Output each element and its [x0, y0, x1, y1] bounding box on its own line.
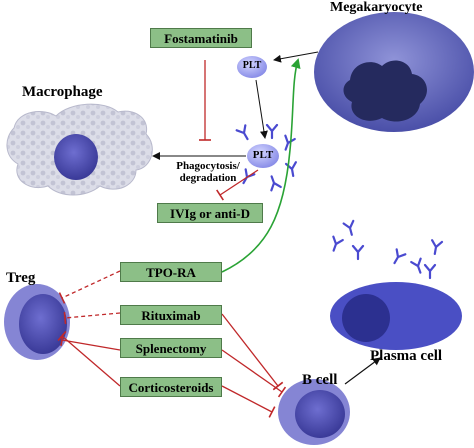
platelet-top	[237, 56, 267, 78]
label-megakaryocyte: Megakaryocyte	[330, 0, 423, 15]
platelet-opsonized	[247, 144, 279, 168]
antibody-7	[332, 235, 344, 252]
inhibit-line-1	[219, 169, 259, 196]
macrophage-cell	[6, 103, 153, 196]
antibody-9	[393, 248, 407, 265]
drug-ivig-or-anti-d: IVIg or anti-D	[157, 203, 263, 223]
antibody-12	[423, 263, 437, 280]
inhibit-line-2	[61, 270, 121, 299]
inhibit-bar-6	[272, 381, 284, 391]
antibody-5	[270, 175, 282, 192]
antibody-8	[351, 244, 365, 261]
tpo-ra-stimulation-arrow	[221, 58, 301, 273]
process-label-line1: Phagocytosis/	[176, 160, 240, 172]
antibody-1	[284, 134, 296, 151]
platelet-production-arrow	[273, 51, 319, 63]
process-label-line2: degradation	[179, 172, 237, 184]
drug-corticosteroids: Corticosteroids	[120, 377, 222, 397]
plasma-differentiation-arrow	[344, 357, 381, 385]
antibody-4	[265, 123, 279, 140]
antibody-11	[431, 239, 444, 255]
label-macrophage: Macrophage	[22, 84, 103, 100]
label-treg: Treg	[6, 270, 36, 286]
inhibit-line-8	[221, 385, 273, 413]
inhibit-bar-2	[58, 292, 66, 304]
inhibit-bar-1	[216, 189, 224, 201]
plasma-cell	[330, 282, 462, 350]
drug-fostamatinib: Fostamatinib	[150, 28, 252, 48]
platelet-opsonization-arrow	[255, 79, 268, 139]
antibody-6	[342, 219, 355, 236]
inhibit-line-7	[221, 349, 283, 393]
inhibit-bar-8	[268, 406, 276, 418]
treg-cell	[4, 284, 70, 360]
drug-splenectomy: Splenectomy	[120, 338, 222, 358]
process-label: Phagocytosis/ degradation	[166, 160, 250, 184]
antibody-2	[284, 161, 297, 177]
inhibit-bar-3	[63, 311, 67, 325]
b-cell	[278, 379, 350, 445]
inhibit-line-3	[64, 312, 121, 319]
antibody-0	[235, 124, 249, 141]
label-b-cell: B cell	[302, 372, 338, 388]
inhibit-bar-7	[277, 386, 287, 398]
inhibit-bar-5	[57, 330, 67, 342]
megakaryocyte-cell	[314, 12, 474, 132]
inhibit-line-5	[61, 335, 121, 387]
drug-tpo-ra: TPO-RA	[120, 262, 222, 282]
platelet-top-label: PLT	[242, 60, 262, 71]
label-plasma-cell: Plasma cell	[370, 348, 443, 364]
inhibition-lines	[57, 60, 287, 418]
inhibit-line-4	[61, 339, 121, 351]
drug-rituximab: Rituximab	[120, 305, 222, 325]
antibody-10	[410, 257, 422, 274]
inhibit-line-6	[221, 313, 279, 387]
platelet-opsonized-label: PLT	[252, 149, 274, 161]
